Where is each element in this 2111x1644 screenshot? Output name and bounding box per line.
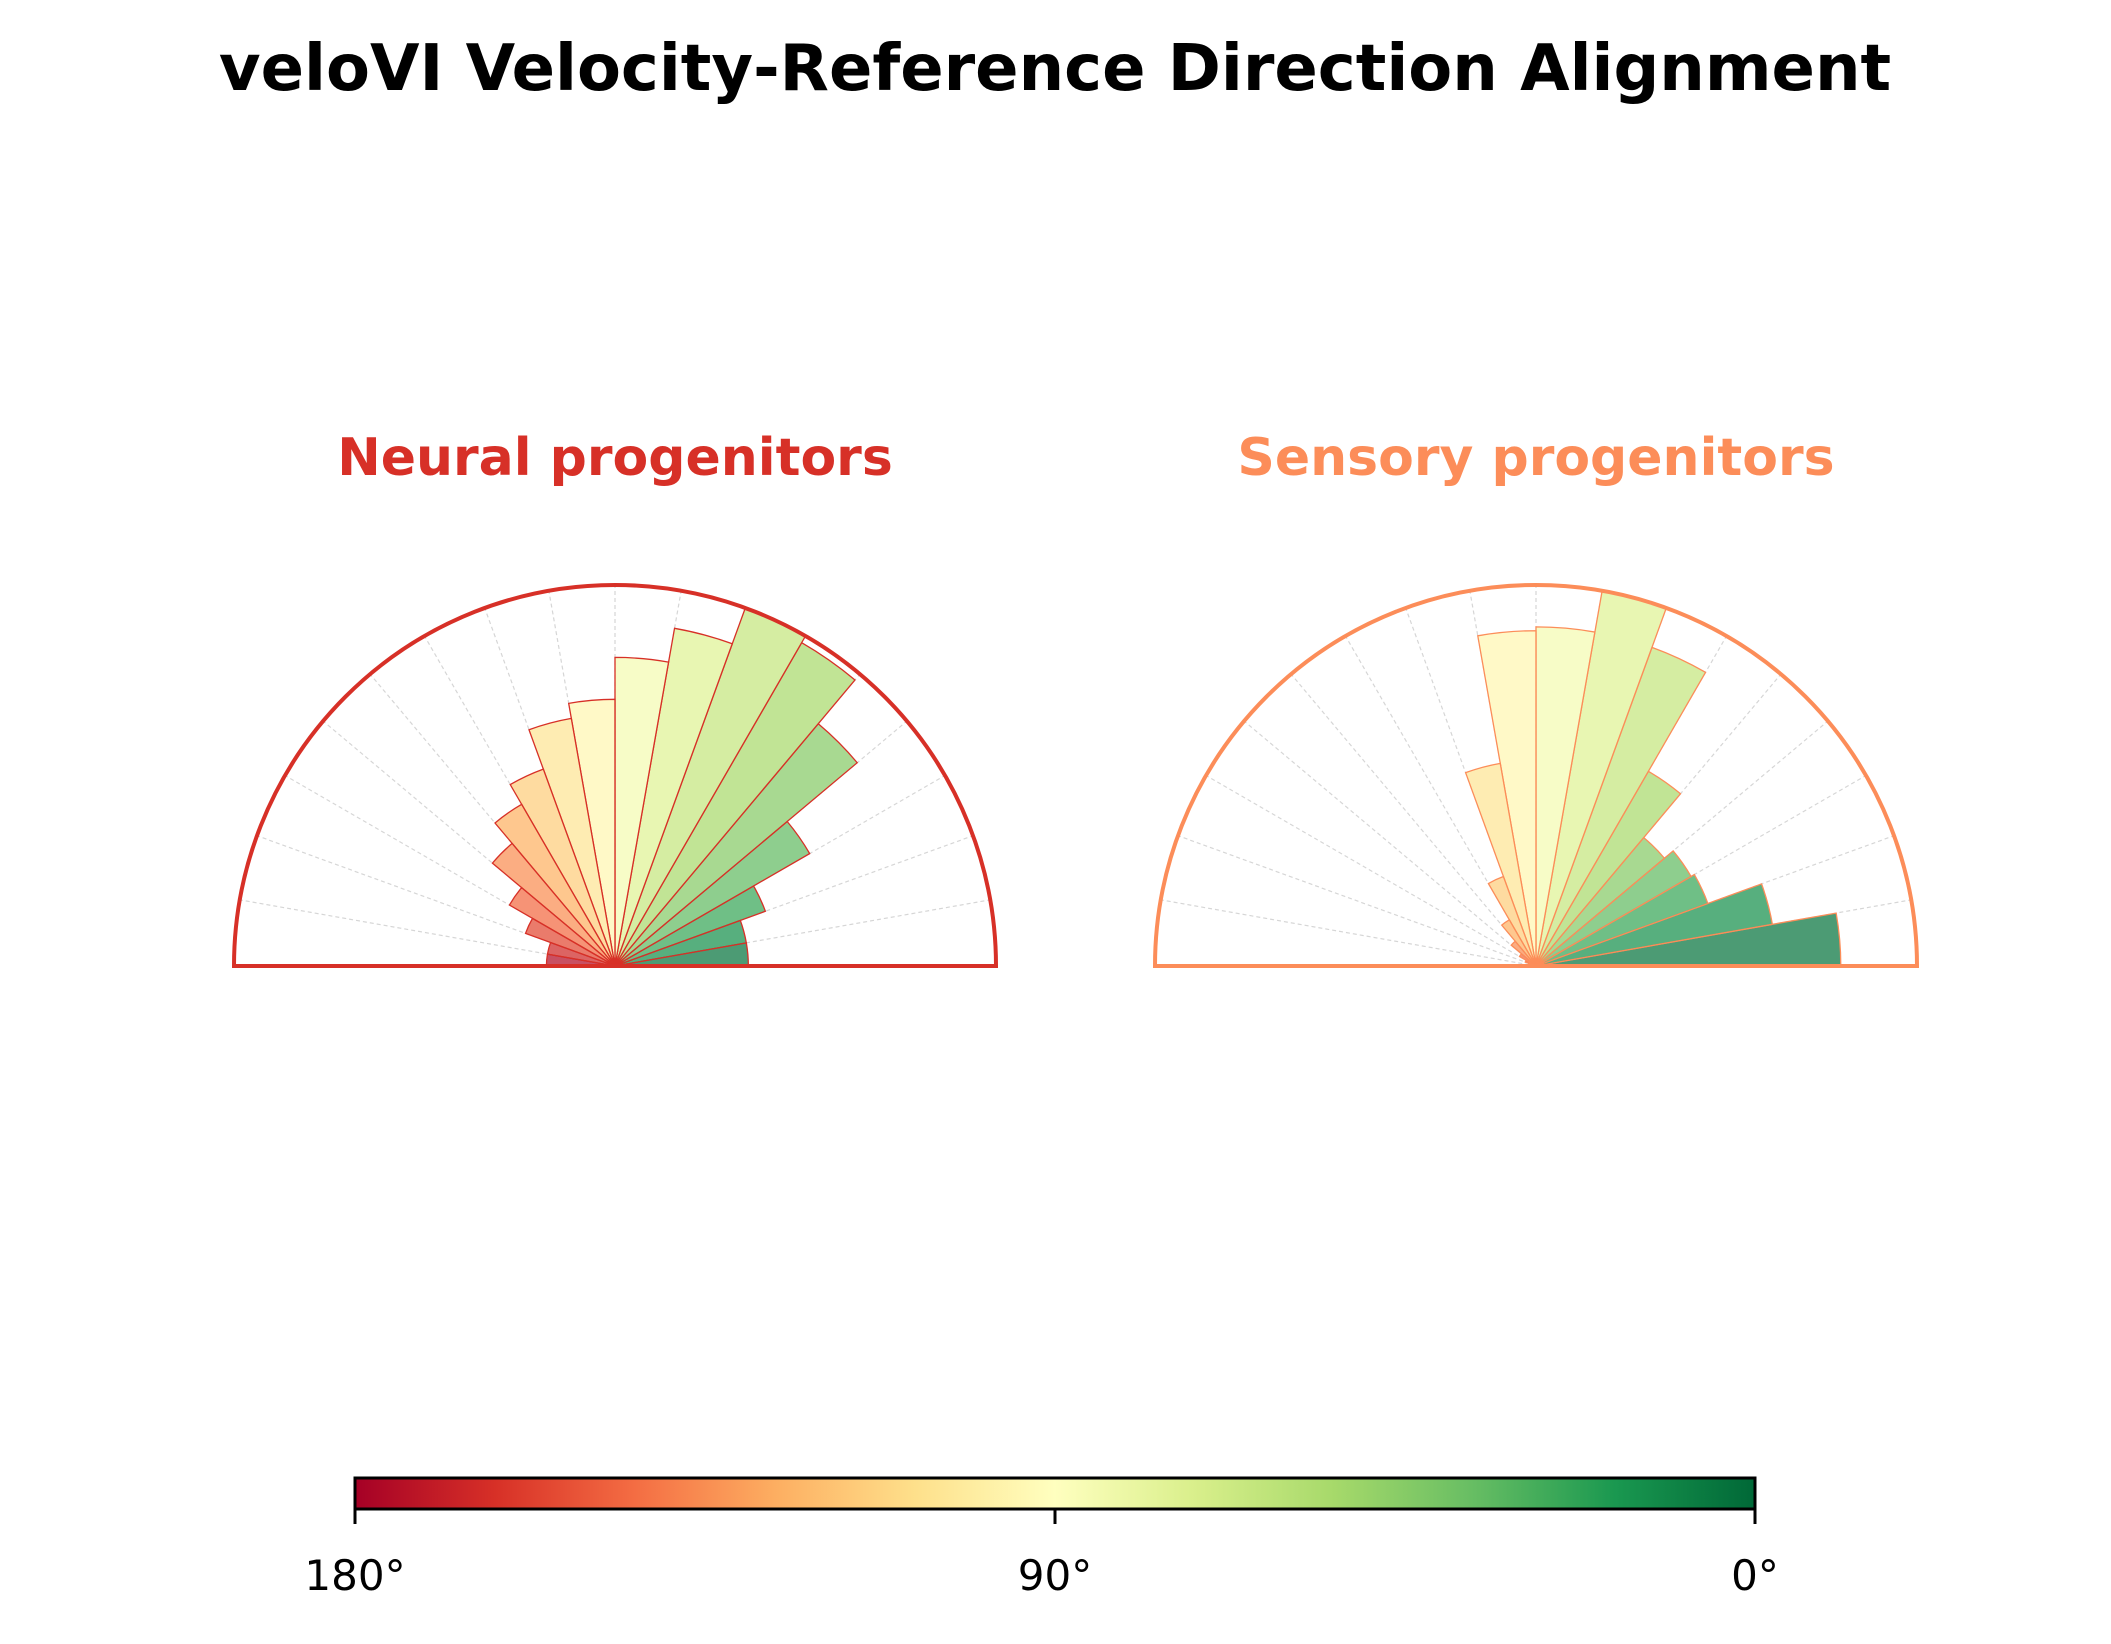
colorbar: 180° 90° 0°: [304, 1476, 1779, 1600]
bar: [508, 886, 616, 967]
bar: [1535, 883, 1774, 967]
bar: [1510, 940, 1537, 967]
polar-frame: [231, 583, 999, 968]
grid-line: [1290, 673, 1537, 967]
bar: [494, 803, 616, 967]
polar-frame: [1152, 583, 1920, 968]
grid-line: [1205, 774, 1537, 967]
bar: [614, 627, 734, 967]
bar: [491, 842, 616, 967]
bar: [1535, 849, 1692, 967]
bar: [524, 917, 616, 967]
bar: [1464, 762, 1537, 967]
grid-line: [1243, 720, 1537, 967]
panel-sensory-progenitors: Sensory progenitors: [1152, 428, 1920, 968]
bar: [1487, 875, 1537, 967]
bar: [1535, 626, 1596, 967]
colorbar-tick-label: 90°: [1018, 1551, 1092, 1600]
bar: [1535, 873, 1709, 967]
grid-line: [1177, 835, 1537, 967]
colorbar-tick-label: 0°: [1731, 1551, 1779, 1600]
colorbar-gradient: [353, 1476, 1757, 1511]
panel-neural-progenitors: Neural progenitors: [231, 428, 999, 968]
bar: [528, 717, 616, 967]
panel-title: Neural progenitors: [337, 428, 893, 488]
colorbar-tick-label: 180°: [304, 1551, 405, 1600]
panel-title: Sensory progenitors: [1237, 428, 1834, 488]
bar: [509, 768, 616, 967]
chart-title: veloVI Velocity-Reference Direction Alig…: [219, 32, 1891, 106]
bar: [1500, 918, 1537, 967]
bar: [614, 656, 670, 967]
grid-line: [1160, 899, 1537, 967]
